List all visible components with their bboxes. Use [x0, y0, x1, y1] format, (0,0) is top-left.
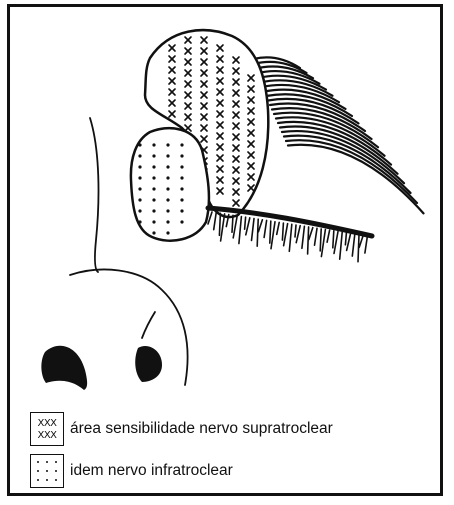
eyelash	[315, 228, 318, 245]
dot-mark	[138, 154, 141, 157]
eyelash	[264, 220, 267, 237]
dot-mark	[166, 154, 169, 157]
supratroclear-swatch: XXX XXX	[30, 412, 64, 446]
dot-mark	[152, 187, 155, 190]
dot-mark	[138, 220, 141, 223]
dot-mark	[166, 187, 169, 190]
eyelash	[270, 221, 271, 243]
nose-outline	[70, 270, 188, 385]
infratroclear-swatch	[30, 454, 64, 488]
eyelash	[284, 224, 288, 246]
dot-mark	[166, 165, 169, 168]
legend-item-supratroclear: XXX XXX área sensibilidade nervo supratr…	[30, 412, 333, 446]
dot-mark	[180, 154, 183, 157]
eyelash	[308, 227, 309, 254]
legend-label-infratroclear: idem nervo infratroclear	[70, 462, 233, 480]
dot-mark	[180, 165, 183, 168]
eyelash	[246, 218, 250, 235]
eyelash	[282, 223, 283, 240]
nose-bridge-line	[90, 118, 98, 272]
dot-mark	[166, 143, 169, 146]
eyelash	[239, 217, 242, 244]
eyelash	[358, 235, 359, 262]
dot-mark	[166, 231, 169, 234]
legend-item-infratroclear: idem nervo infratroclear	[30, 454, 233, 488]
eyelash	[295, 225, 296, 237]
dot-mark	[138, 187, 141, 190]
dot-mark	[138, 176, 141, 179]
eyelash	[289, 224, 292, 251]
dot-mark	[152, 198, 155, 201]
dot-mark	[152, 143, 155, 146]
eyelash	[352, 234, 355, 256]
eyelash	[232, 215, 233, 232]
eyebrow	[250, 57, 424, 213]
eyelash	[321, 230, 325, 257]
eyelash	[365, 236, 368, 253]
eyelash	[214, 213, 217, 230]
eyelash	[327, 230, 330, 242]
eyelash	[347, 233, 351, 250]
dot-mark	[180, 198, 183, 201]
eyelash	[277, 222, 280, 234]
dot-mark	[152, 176, 155, 179]
dot-mark	[180, 209, 183, 212]
dot-mark	[166, 209, 169, 212]
dot-mark	[138, 198, 141, 201]
dot-mark	[180, 220, 183, 223]
dot-mark	[180, 187, 183, 190]
eyelash	[257, 219, 258, 246]
eyelash	[359, 235, 363, 247]
eyelash	[219, 213, 220, 235]
eyelash	[309, 228, 313, 240]
swatch-x-row2: XXX	[37, 430, 56, 442]
eyelash	[333, 231, 334, 248]
legend-label-supratroclear: área sensibilidade nervo supratroclear	[70, 420, 333, 438]
eyelash	[320, 229, 321, 251]
eyelash	[233, 216, 237, 238]
dot-mark	[152, 220, 155, 223]
swatch-x-row1: XXX	[37, 418, 56, 430]
nostril-left	[41, 346, 87, 390]
eyelash	[340, 232, 343, 259]
dot-mark	[138, 209, 141, 212]
dot-mark	[152, 154, 155, 157]
eyelash	[258, 220, 262, 232]
dot-mark	[138, 143, 141, 146]
dot-mark	[138, 165, 141, 168]
nostril-right	[135, 346, 162, 382]
dot-mark	[166, 176, 169, 179]
infratroclear-area	[131, 128, 209, 240]
eyelash	[252, 219, 255, 241]
eyelash	[245, 217, 246, 229]
dot-mark	[152, 165, 155, 168]
eyelash	[345, 233, 346, 245]
dot-mark	[152, 231, 155, 234]
eyelash	[296, 226, 300, 243]
eyelash	[221, 214, 225, 241]
eyelash	[334, 232, 338, 254]
dot-mark	[180, 176, 183, 179]
eyelash	[271, 222, 275, 249]
dot-mark	[180, 143, 183, 146]
dot-mark	[166, 198, 169, 201]
eyelash	[302, 226, 305, 248]
nose-wing-line	[142, 312, 155, 338]
dot-mark	[152, 209, 155, 212]
dot-mark	[166, 220, 169, 223]
